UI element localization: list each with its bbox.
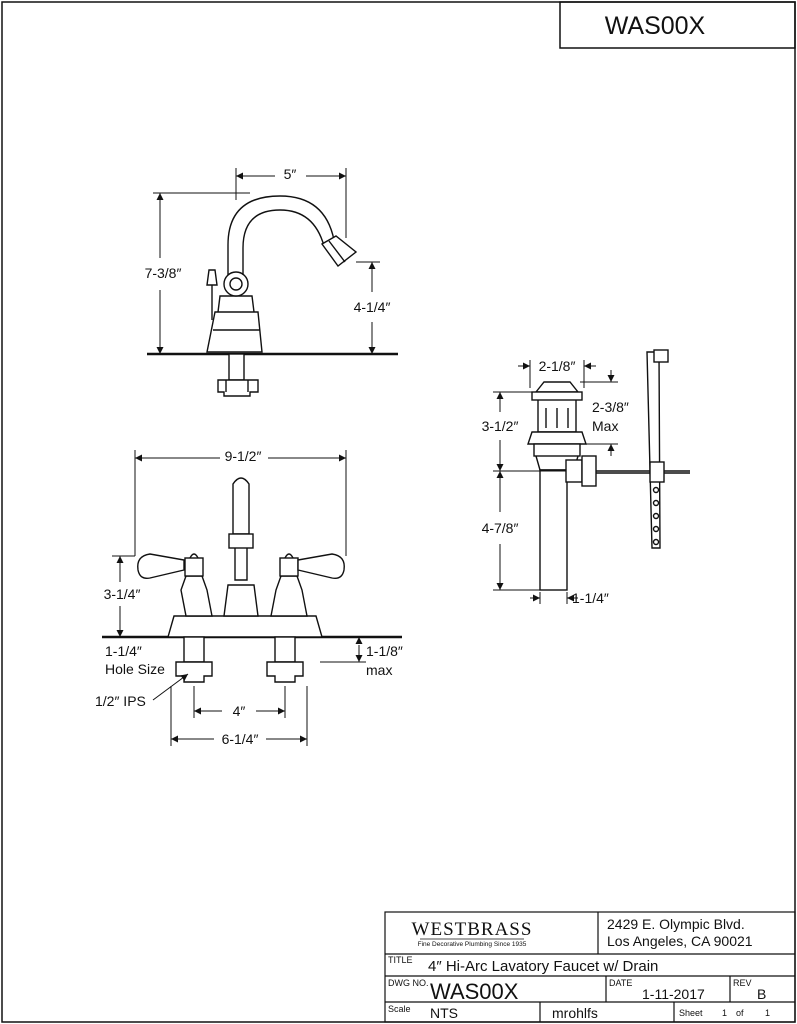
faucet-side-view bbox=[147, 195, 398, 397]
brand-logo: WESTBRASS Fine Decorative Plumbing Since… bbox=[412, 919, 533, 948]
dwg-value: WAS00X bbox=[430, 979, 519, 1004]
rev-value: B bbox=[757, 986, 766, 1002]
of-label: of bbox=[736, 1008, 744, 1018]
title-label: TITLE bbox=[388, 955, 413, 965]
dim-outer-spacing: 6-1/4″ bbox=[222, 731, 259, 747]
of-value: 1 bbox=[765, 1008, 770, 1018]
dim-handle-height: 3-1/4″ bbox=[104, 586, 141, 602]
dim-drain-tailpiece: 1-1/4″ bbox=[572, 590, 609, 606]
part-number-box: WAS00X bbox=[559, 1, 796, 49]
dim-drain-flange-height-value: 2-3/8″ bbox=[592, 399, 629, 415]
dim-deck-thickness-value: 1-1/8″ bbox=[366, 643, 403, 659]
dim-overall-width: 9-1/2″ bbox=[225, 448, 262, 464]
title-value: 4″ Hi-Arc Lavatory Faucet w/ Drain bbox=[428, 958, 658, 975]
dim-overall-height: 7-3/8″ bbox=[145, 265, 182, 281]
drawn-by: mrohlfs bbox=[552, 1005, 598, 1021]
dim-drain-flange-height-label: Max bbox=[592, 418, 618, 434]
dim-center-spacing: 4″ bbox=[233, 703, 246, 719]
sheet-label: Sheet bbox=[679, 1008, 703, 1018]
dim-hole-size-label: Hole Size bbox=[105, 661, 165, 677]
scale-value: NTS bbox=[430, 1005, 458, 1021]
dim-drain-flange: 2-1/8″ bbox=[539, 358, 576, 374]
brand-name: WESTBRASS bbox=[412, 919, 533, 940]
date-label: DATE bbox=[609, 978, 632, 988]
address-line-2: Los Angeles, CA 90021 bbox=[607, 933, 753, 949]
front-view-dimensions bbox=[112, 450, 366, 746]
faucet-front-view bbox=[102, 477, 402, 683]
dim-spout-reach: 5″ bbox=[284, 166, 297, 182]
pop-up-drain bbox=[527, 349, 690, 591]
title-block bbox=[384, 911, 796, 1023]
dwg-label: DWG NO. bbox=[388, 978, 429, 988]
address-line-1: 2429 E. Olympic Blvd. bbox=[607, 916, 745, 932]
dim-deck-thickness-label: max bbox=[366, 662, 392, 678]
scale-label: Scale bbox=[388, 1004, 411, 1014]
dim-drain-upper: 3-1/2″ bbox=[482, 418, 519, 434]
side-view-dimensions bbox=[153, 168, 380, 354]
part-number-text: WAS00X bbox=[605, 12, 706, 40]
drain-dimensions bbox=[493, 360, 618, 604]
dim-ips-label: 1/2″ IPS bbox=[95, 693, 146, 709]
dim-hole-size-value: 1-1/4″ bbox=[105, 643, 142, 659]
rev-label: REV bbox=[733, 978, 752, 988]
dim-spout-height: 4-1/4″ bbox=[354, 299, 391, 315]
sheet-value: 1 bbox=[722, 1008, 727, 1018]
date-value: 1-11-2017 bbox=[642, 986, 705, 1002]
brand-tagline: Fine Decorative Plumbing Since 1935 bbox=[418, 941, 527, 948]
dim-drain-lower: 4-7/8″ bbox=[482, 520, 519, 536]
